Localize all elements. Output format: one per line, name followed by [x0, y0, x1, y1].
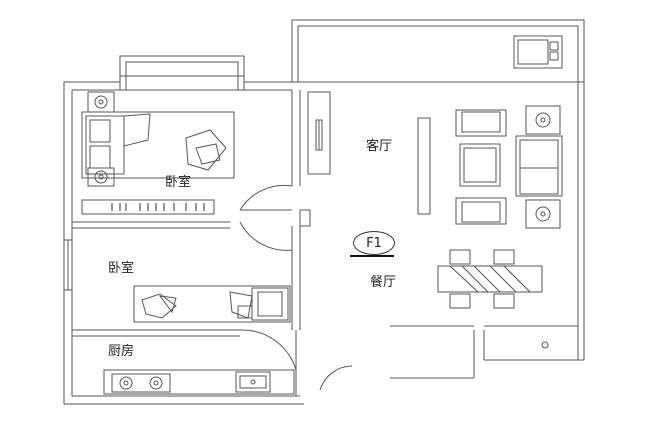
stove [112, 374, 170, 392]
room-label-bedroom-top: 卧室 [165, 175, 192, 190]
bay-window [120, 56, 244, 90]
floor-tag-text: F1 [366, 235, 382, 251]
side-table-bottom [526, 200, 560, 228]
doors [240, 185, 352, 396]
room-label-bedroom-bottom: 卧室 [108, 261, 135, 276]
kitchen-counter [104, 370, 294, 394]
side-table-top [526, 106, 560, 134]
kitchen-sink [236, 372, 270, 392]
room-label-kitchen: 厨房 [108, 344, 135, 359]
sofa [516, 136, 562, 196]
dining-chairs [450, 250, 514, 308]
bed-top [82, 112, 234, 178]
armchair-bottom [456, 198, 506, 224]
coffee-table [460, 144, 500, 186]
nightstand-top-2 [88, 168, 114, 186]
dining-table [438, 266, 542, 292]
outer-walls [64, 20, 584, 404]
tv-cabinet [418, 118, 430, 214]
closet [308, 92, 330, 174]
floor-tag: F1 [353, 231, 395, 255]
interior-walls [64, 90, 578, 336]
room-label-living-room: 客厅 [366, 139, 393, 154]
armchair-top [456, 110, 506, 136]
wardrobe-top [82, 200, 214, 214]
balcony-appliance [514, 36, 562, 68]
room-label-dining-room: 餐厅 [370, 275, 397, 290]
nightstand-top-1 [88, 92, 114, 112]
outdoor-fixture [542, 342, 548, 348]
floor-tag-underline [350, 255, 394, 257]
bed-bottom [134, 286, 290, 322]
